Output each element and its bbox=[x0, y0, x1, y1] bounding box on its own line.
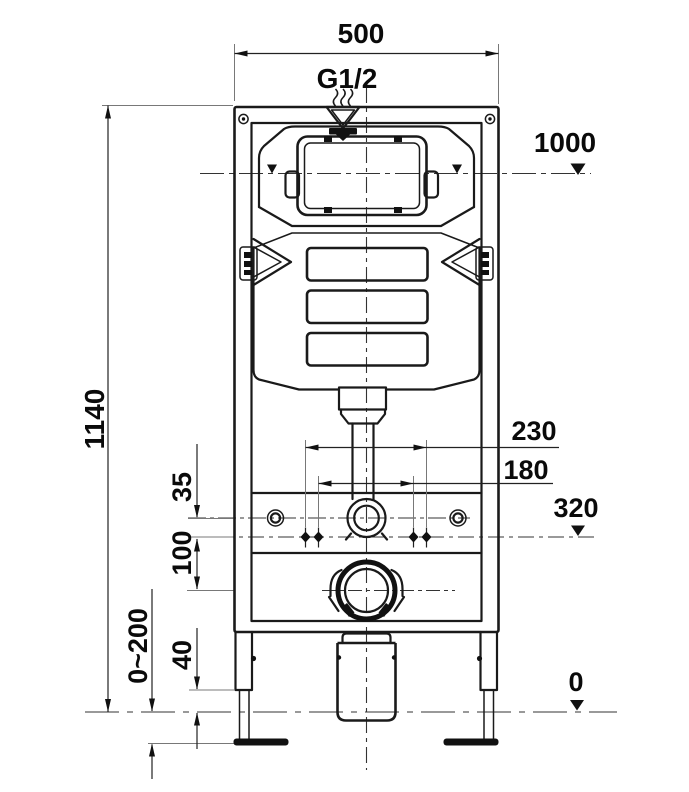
inlet-fitting bbox=[329, 128, 357, 135]
corner-screw-dot bbox=[488, 117, 492, 121]
fixing-hole-icon bbox=[449, 509, 467, 527]
fixing-hole-inner bbox=[269, 512, 282, 524]
right-leg bbox=[479, 630, 499, 692]
bolt-icon bbox=[313, 531, 324, 543]
panel-clip bbox=[394, 207, 402, 213]
elbow-neck bbox=[341, 632, 392, 645]
right-clamp-tab bbox=[393, 595, 406, 613]
level-marker-icon bbox=[570, 163, 586, 175]
flush-seat-outer bbox=[346, 497, 387, 539]
corner-screw-icon bbox=[238, 113, 249, 125]
level-floor-label: 0 bbox=[568, 667, 583, 697]
left-leg bbox=[234, 630, 254, 692]
ext-flush-offset bbox=[188, 518, 233, 538]
flush-pipe bbox=[266, 386, 467, 541]
dim-flush-offset-label: 35 bbox=[167, 472, 197, 502]
outlet-nut bbox=[337, 386, 388, 411]
flush-seat-inner bbox=[353, 504, 380, 532]
water-level-icon bbox=[452, 164, 462, 174]
inlet-fitting-tip bbox=[336, 134, 350, 141]
right-foot-tube bbox=[483, 690, 495, 739]
left-clamp bbox=[329, 568, 343, 598]
dim-outlet-offset-label: 100 bbox=[167, 530, 197, 575]
inlet-thread-label: G1/2 bbox=[317, 63, 378, 94]
cistern-rib bbox=[305, 289, 429, 325]
cistern-rib bbox=[305, 331, 429, 367]
dim-foot-label: 40 bbox=[167, 640, 197, 670]
fixing-hole-icon bbox=[266, 509, 285, 527]
inlet-funnel-icon bbox=[325, 105, 361, 130]
level-supply-label: 1000 bbox=[534, 127, 596, 158]
fixing-bolts bbox=[300, 527, 432, 548]
dim-height-label: 1140 bbox=[79, 389, 110, 450]
panel-right-tab bbox=[423, 170, 440, 199]
cistern-shoulder-lower bbox=[253, 232, 480, 249]
right-notch-inner bbox=[451, 246, 480, 278]
water-level-icon bbox=[267, 164, 277, 174]
cistern-shoulder-upper bbox=[257, 205, 476, 228]
bolt-icon bbox=[421, 531, 432, 543]
left-notch-inner bbox=[253, 246, 282, 278]
left-leg-pin bbox=[250, 655, 257, 662]
level-marker-icon bbox=[571, 525, 585, 536]
right-leg-pin bbox=[476, 655, 483, 662]
cistern-body-right bbox=[384, 246, 481, 391]
fixing-hole-inner bbox=[452, 512, 464, 524]
cistern bbox=[239, 125, 494, 391]
panel-clip bbox=[324, 136, 332, 142]
centerlines bbox=[85, 87, 617, 770]
flush-pipe-tube bbox=[351, 422, 375, 501]
ext-bolt-inner bbox=[318, 476, 414, 527]
drain-bore bbox=[343, 567, 390, 614]
left-clamp-tab bbox=[327, 595, 340, 613]
cistern-body-left bbox=[252, 246, 341, 391]
elbow-body bbox=[336, 641, 397, 722]
left-foot-plate bbox=[233, 738, 289, 746]
access-panel-inner bbox=[303, 142, 421, 210]
water-inlet bbox=[325, 88, 361, 141]
corner-screw-dot bbox=[241, 117, 246, 121]
drain-clamp-ring bbox=[335, 559, 398, 622]
mounting-crossbar bbox=[250, 491, 483, 555]
water-flow-icon bbox=[332, 88, 354, 107]
cistern-rib bbox=[305, 246, 429, 282]
elbow-pip bbox=[391, 655, 397, 660]
dimensions bbox=[102, 44, 586, 779]
dim-floor-range-label: 0~200 bbox=[123, 608, 153, 684]
right-rail-clip bbox=[475, 246, 494, 281]
left-rail-clip bbox=[239, 246, 258, 281]
clamp-wedge bbox=[378, 603, 391, 617]
dim-bolt-outer-label: 230 bbox=[511, 416, 556, 446]
dim-bolt-inner-label: 180 bbox=[503, 455, 548, 485]
left-notch bbox=[252, 237, 293, 287]
cistern-top-outline bbox=[257, 125, 476, 209]
inlet-funnel-inner bbox=[330, 109, 356, 126]
left-foot-tube bbox=[238, 690, 250, 739]
elbow-pip bbox=[336, 655, 342, 660]
right-clamp bbox=[390, 568, 404, 598]
bolt-icon bbox=[300, 531, 311, 543]
mounting-frame bbox=[233, 105, 500, 746]
level-outlet-label: 320 bbox=[553, 493, 598, 523]
labels: 500 G1/2 1140 1000 230 180 320 35 100 0~… bbox=[79, 18, 599, 697]
drain-outlet bbox=[327, 559, 406, 722]
right-notch bbox=[440, 237, 481, 287]
panel-left-tab bbox=[284, 170, 301, 199]
bolt-icon bbox=[408, 531, 419, 543]
frame-outer bbox=[233, 105, 500, 634]
panel-clip bbox=[324, 207, 332, 213]
dim-width-label: 500 bbox=[338, 18, 385, 49]
clamp-wedge bbox=[342, 603, 355, 617]
access-panel-outer bbox=[296, 135, 428, 217]
right-foot-plate bbox=[443, 738, 499, 746]
pipe-fitting bbox=[339, 408, 387, 425]
corner-screw-icon bbox=[484, 113, 496, 125]
level-marker-icon bbox=[570, 700, 584, 711]
panel-clip bbox=[394, 136, 402, 142]
flush-seat-tabs bbox=[344, 532, 389, 541]
